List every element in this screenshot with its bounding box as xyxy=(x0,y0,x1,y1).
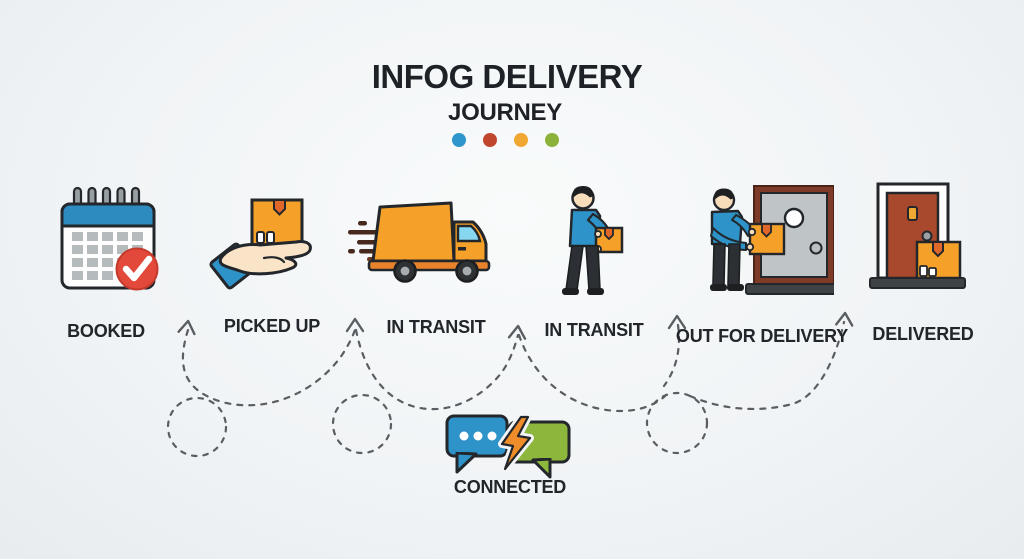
delivery-truck-icon xyxy=(348,201,491,283)
courier-box-icon xyxy=(562,186,624,295)
loop-circle-3 xyxy=(645,391,709,455)
connected-label: CONNECTED xyxy=(453,477,567,497)
stage-label-delivered: DELIVERED xyxy=(872,324,974,344)
wheels xyxy=(393,259,479,283)
page-subtitle: JOURNEY xyxy=(448,99,562,126)
mail-slot xyxy=(907,206,918,221)
windshield xyxy=(456,224,482,243)
courier-door-icon xyxy=(710,185,834,295)
package-tape xyxy=(932,241,944,258)
title-dots xyxy=(0,133,1010,147)
stage-label-in-transit-1: IN TRANSIT xyxy=(386,317,486,337)
stage-label-in-transit-2: IN TRANSIT xyxy=(544,320,644,340)
title-dot xyxy=(451,133,466,147)
package-tape xyxy=(273,199,286,216)
path-valley-4 xyxy=(688,320,846,411)
arrowhead-2 xyxy=(345,317,365,333)
path-valley-2 xyxy=(354,328,520,411)
legs xyxy=(712,243,741,286)
loop-circle-2 xyxy=(331,393,393,455)
calendar-check-icon xyxy=(60,186,159,291)
lightning-bolt xyxy=(498,413,534,473)
arrowhead-4 xyxy=(667,314,687,330)
door-package-icon xyxy=(869,182,966,289)
title-dot xyxy=(482,133,497,147)
hair xyxy=(572,186,594,198)
stage-label-booked: BOOKED xyxy=(67,321,145,341)
legs xyxy=(565,245,601,291)
path-valley-3 xyxy=(517,333,671,413)
chat-bubble-blue xyxy=(445,414,509,474)
path-valley-1 xyxy=(181,328,357,407)
arrowhead-3 xyxy=(507,324,527,340)
title-dot xyxy=(513,133,528,147)
arrowhead-5 xyxy=(835,311,854,327)
hair xyxy=(713,188,734,200)
title-dot xyxy=(544,133,559,147)
door-step xyxy=(869,277,966,289)
cargo-box xyxy=(371,201,456,263)
arrowhead-1 xyxy=(177,319,196,336)
stage-label-out-for-delivery: OUT FOR DELIVERY xyxy=(675,326,849,346)
chat-bolt-icon xyxy=(445,413,571,479)
door-step xyxy=(745,283,834,295)
peephole xyxy=(783,207,805,229)
door-knob xyxy=(809,241,823,255)
check-mark xyxy=(122,255,153,282)
stage-label-picked-up: PICKED UP xyxy=(223,316,321,336)
loop-circle-1 xyxy=(166,396,228,458)
hand-box-icon xyxy=(209,198,312,290)
door-knob xyxy=(921,230,933,242)
page-title: INFOG DELIVERY xyxy=(371,58,643,95)
